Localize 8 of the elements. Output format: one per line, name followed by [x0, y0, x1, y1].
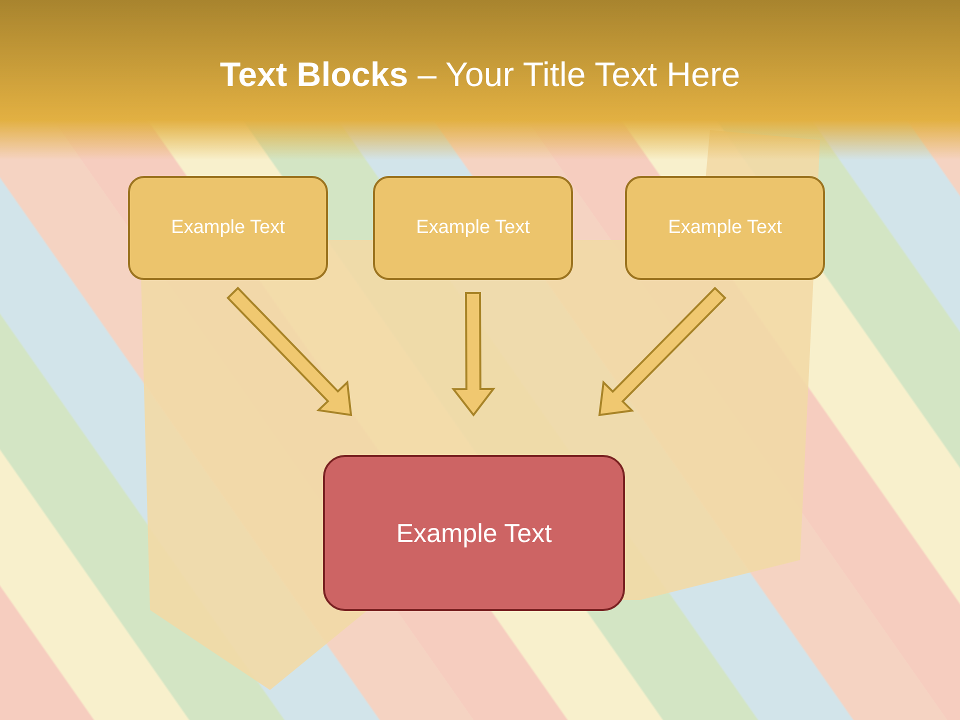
text-box: Example Text [128, 176, 328, 280]
block-arrow [451, 292, 496, 417]
text-box: Example Text [373, 176, 573, 280]
text-box: Example Text [323, 455, 625, 611]
block-arrow [598, 286, 726, 416]
block-arrow [226, 286, 352, 416]
text-box: Example Text [625, 176, 825, 280]
title: Text Blocks – Your Title Text Here [218, 55, 742, 96]
